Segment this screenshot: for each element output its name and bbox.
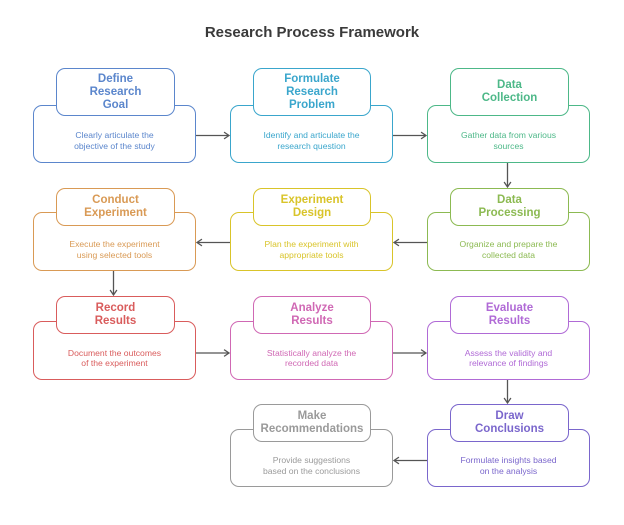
step-description-line: sources bbox=[493, 140, 524, 151]
step-title-line: Goal bbox=[102, 98, 129, 111]
step-description-line: Document the outcomes bbox=[67, 347, 162, 358]
step-title-line: Design bbox=[292, 207, 332, 219]
step-description-line: Statistically analyze the bbox=[266, 347, 357, 358]
step-description-line: Identify and articulate the bbox=[263, 130, 360, 140]
step-title-line: Collection bbox=[481, 92, 538, 104]
step-title-line: Data bbox=[497, 194, 522, 206]
step-title-line: Formulate bbox=[284, 72, 340, 85]
step-description-line: research question bbox=[277, 140, 346, 151]
step-description-line: appropriate tools bbox=[279, 249, 344, 260]
arrow-conduct-to-record bbox=[109, 271, 118, 297]
arrow-processing-to-design bbox=[392, 238, 427, 247]
step-description-line: Assess the validity and bbox=[464, 347, 553, 358]
step-title-line: Data bbox=[497, 79, 522, 91]
step-title-line: Analyze bbox=[290, 302, 334, 314]
step-title-line: Evaluate bbox=[485, 302, 534, 314]
step-description-line: Formulate insights based bbox=[460, 455, 557, 465]
step-title-line: Experiment bbox=[84, 207, 147, 219]
step-title-line: Recommendations bbox=[260, 423, 364, 435]
step-description-line: Plan the experiment with bbox=[264, 239, 359, 249]
step-description-line: Organize and prepare the bbox=[459, 239, 558, 249]
step-title-line: Draw bbox=[495, 410, 524, 422]
step-title-line: Conclusions bbox=[474, 423, 544, 435]
arrow-design-to-conduct bbox=[195, 238, 230, 247]
step-description-line: Clearly articulate the bbox=[75, 130, 154, 140]
step-description-line: Execute the experiment bbox=[69, 239, 160, 249]
step-title-line: Conduct bbox=[92, 194, 139, 206]
step-title-line: Record bbox=[95, 302, 136, 314]
step-title-line: Define bbox=[97, 72, 134, 85]
step-title-line: Results bbox=[291, 315, 333, 327]
diagram-title: Research Process Framework bbox=[204, 24, 420, 41]
arrow-problem-to-collection bbox=[393, 131, 428, 140]
step-description-line: Gather data from various bbox=[460, 130, 557, 140]
step-description-line: of the experiment bbox=[81, 358, 148, 368]
arrow-evaluate-to-conclusions bbox=[503, 380, 512, 405]
step-title-line: Problem bbox=[288, 98, 335, 111]
step-title-line: Research bbox=[286, 85, 338, 98]
step-description-line: Provide suggestions bbox=[272, 455, 351, 465]
step-title-line: Experiment bbox=[280, 194, 344, 206]
step-title-line: Results bbox=[488, 315, 531, 327]
step-description-line: relevance of findings bbox=[469, 358, 548, 368]
arrow-collection-to-processing bbox=[503, 163, 512, 189]
step-description-line: recorded data bbox=[284, 358, 339, 368]
step-description-line: based on the conclusions bbox=[263, 465, 360, 476]
step-title-line: Make bbox=[297, 410, 327, 422]
arrow-record-to-analyze bbox=[196, 349, 231, 357]
step-description-line: collected data bbox=[481, 249, 536, 260]
step-title-line: Results bbox=[94, 315, 137, 327]
arrow-analyze-to-evaluate bbox=[393, 349, 428, 357]
step-description-line: using selected tools bbox=[76, 249, 153, 260]
step-title-line: Research bbox=[89, 85, 142, 98]
step-description-line: objective of the study bbox=[74, 140, 155, 151]
step-title-line: Processing bbox=[478, 207, 541, 219]
step-description-line: on the analysis bbox=[479, 465, 538, 476]
arrow-goal-to-problem bbox=[196, 131, 231, 140]
arrow-conclusions-to-recommendations bbox=[392, 456, 427, 465]
